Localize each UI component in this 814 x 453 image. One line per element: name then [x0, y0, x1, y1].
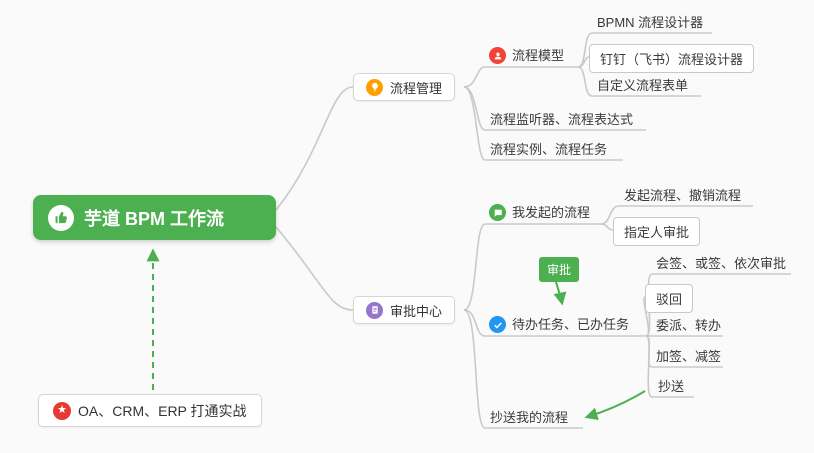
node-todo-done[interactable]: 待办任务、已办任务 [489, 316, 629, 333]
note-node[interactable]: ★ OA、CRM、ERP 打通实战 [38, 394, 262, 427]
branch-approval-center[interactable]: 审批中心 [353, 296, 456, 324]
branch-label: 流程管理 [390, 80, 443, 96]
root-node[interactable]: 芋道 BPM 工作流 [33, 195, 276, 240]
branch-curves [275, 32, 791, 429]
note-label: OA、CRM、ERP 打通实战 [78, 402, 247, 419]
lightbulb-icon [366, 78, 383, 96]
green-arrows [146, 248, 646, 421]
person-icon [489, 47, 506, 64]
node-reject[interactable]: 驳回 [645, 284, 694, 313]
node-label: 流程模型 [512, 48, 565, 63]
chat-bubble-icon [489, 204, 506, 221]
node-label: 我发起的流程 [512, 205, 591, 220]
check-icon [489, 316, 506, 333]
arrow-cc-to-cc-my-process [584, 390, 646, 421]
node-dingtalk-designer[interactable]: 钉钉（飞书）流程设计器 [589, 44, 755, 73]
thumbs-up-icon [48, 204, 74, 231]
node-label: 待办任务、已办任务 [512, 317, 630, 332]
node-instance-task[interactable]: 流程实例、流程任务 [490, 142, 608, 157]
node-bpmn-designer[interactable]: BPMN 流程设计器 [597, 15, 704, 30]
node-delegate-transfer[interactable]: 委派、转办 [656, 318, 722, 333]
clipboard-icon [366, 301, 383, 319]
node-assigned-approver[interactable]: 指定人审批 [613, 217, 701, 246]
root-label: 芋道 BPM 工作流 [84, 208, 225, 229]
branch-label: 审批中心 [390, 303, 443, 319]
node-cc-my-process[interactable]: 抄送我的流程 [490, 410, 569, 425]
node-custom-form[interactable]: 自定义流程表单 [597, 78, 689, 93]
node-my-initiated[interactable]: 我发起的流程 [489, 204, 590, 221]
node-countersign[interactable]: 会签、或签、依次审批 [656, 256, 787, 271]
node-approval-tag[interactable]: 审批 [539, 257, 580, 282]
star-icon: ★ [53, 401, 71, 420]
node-listener-expression[interactable]: 流程监听器、流程表达式 [490, 112, 634, 127]
branch-process-management[interactable]: 流程管理 [353, 73, 456, 101]
node-cc[interactable]: 抄送 [658, 379, 685, 394]
node-initiate-cancel[interactable]: 发起流程、撤销流程 [624, 188, 742, 203]
node-add-reduce-sign[interactable]: 加签、减签 [656, 349, 722, 364]
arrow-approval-to-todo [553, 281, 567, 306]
node-process-model[interactable]: 流程模型 [489, 47, 564, 64]
